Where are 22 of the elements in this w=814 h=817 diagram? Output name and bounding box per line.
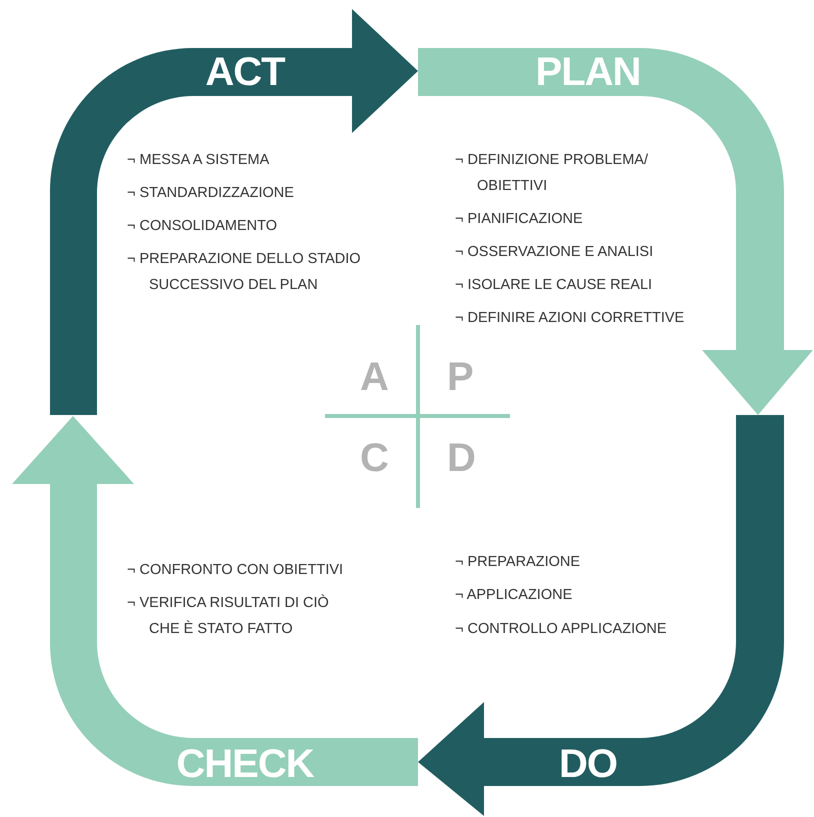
bullet-item: ¬ DEFINIRE AZIONI CORRETTIVE bbox=[455, 309, 686, 328]
stage-label: DO bbox=[558, 741, 618, 788]
quadrant-letter: C bbox=[360, 436, 389, 480]
stage-label: PLAN bbox=[534, 49, 642, 96]
quadrant-letter: A bbox=[360, 355, 389, 399]
stage-label: CHECK bbox=[175, 741, 315, 788]
bullet-item: ¬ PREPARAZIONE DELLO STADIO SUCCESSIVO DEL PLAN bbox=[127, 250, 362, 295]
bullet-item: ¬ APPLICAZIONE bbox=[455, 586, 574, 605]
bullet-item: ¬ VERIFICA RISULTATI DI CIÒ CHE È STATO FATTO bbox=[127, 593, 330, 639]
bullet-item: ¬ CONSOLIDAMENTO bbox=[127, 217, 278, 236]
quadrant-letter: P bbox=[447, 355, 474, 399]
bullet-item: ¬ CONFRONTO CON OBIETTIVI bbox=[127, 561, 344, 580]
bullet-item: ¬ MESSA A SISTEMA bbox=[127, 151, 270, 170]
bullet-item: ¬ PREPARAZIONE bbox=[455, 553, 582, 572]
bullet-item: ¬ PIANIFICAZIONE bbox=[455, 210, 584, 229]
bullet-item: ¬ DEFINIZIONE PROBLEMA/ OBIETTIVI bbox=[455, 151, 649, 196]
bullet-item: ¬ OSSERVAZIONE E ANALISI bbox=[455, 243, 654, 262]
bullet-item: ¬ CONTROLLO APPLICAZIONE bbox=[455, 620, 668, 639]
bullet-item: ¬ STANDARDIZZAZIONE bbox=[127, 184, 295, 203]
quadrant-letter: D bbox=[447, 436, 476, 480]
bullet-item: ¬ ISOLARE LE CAUSE REALI bbox=[455, 276, 654, 295]
stage-label: ACT bbox=[204, 49, 286, 96]
